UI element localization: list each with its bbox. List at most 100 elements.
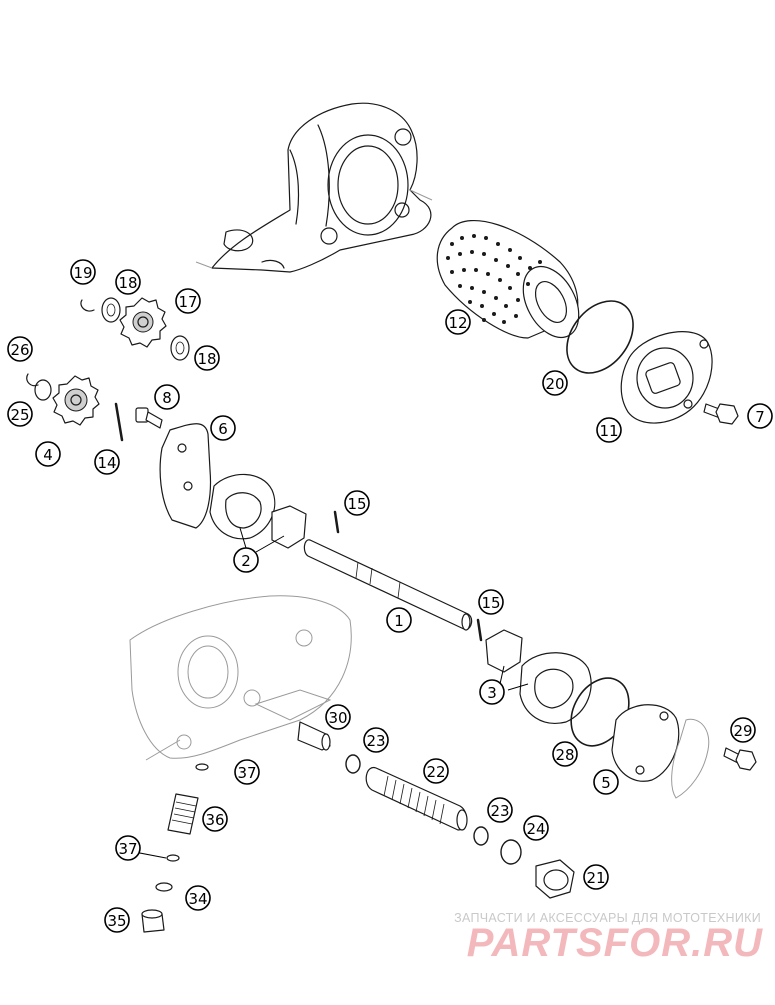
callout-6: 6 bbox=[210, 415, 236, 441]
svg-text:28: 28 bbox=[555, 746, 574, 764]
callout-36: 36 bbox=[202, 806, 228, 832]
pin-14 bbox=[114, 402, 124, 442]
callout-15-upper: 15 bbox=[344, 490, 370, 516]
o-ring-37-lower bbox=[166, 854, 180, 862]
svg-text:34: 34 bbox=[188, 890, 207, 908]
o-ring-23-b bbox=[473, 826, 489, 846]
valve-30 bbox=[297, 721, 331, 751]
svg-text:17: 17 bbox=[178, 293, 197, 311]
svg-text:15: 15 bbox=[347, 495, 366, 513]
washer-18-lower bbox=[170, 335, 190, 361]
svg-text:23: 23 bbox=[490, 802, 509, 820]
oil-filter-cover bbox=[620, 331, 713, 424]
pin-15-lower bbox=[476, 618, 483, 642]
callout-21: 21 bbox=[583, 864, 609, 890]
callout-19: 19 bbox=[70, 259, 96, 285]
svg-text:22: 22 bbox=[426, 763, 445, 781]
svg-text:2: 2 bbox=[241, 552, 251, 570]
callout-26: 26 bbox=[7, 336, 33, 362]
gear-4 bbox=[52, 375, 100, 426]
o-ring-37-upper bbox=[195, 763, 209, 771]
svg-text:25: 25 bbox=[10, 406, 29, 424]
callout-1: 1 bbox=[386, 607, 412, 633]
svg-text:23: 23 bbox=[366, 732, 385, 750]
watermark-logo: PARTSFOR.RU bbox=[466, 921, 763, 965]
pump-rotor-3 bbox=[485, 629, 592, 724]
screen-filter-22 bbox=[365, 766, 468, 831]
callout-30: 30 bbox=[325, 704, 351, 730]
svg-text:19: 19 bbox=[73, 264, 92, 282]
callout-25: 25 bbox=[7, 401, 33, 427]
svg-text:18: 18 bbox=[118, 274, 137, 292]
svg-text:26: 26 bbox=[10, 341, 29, 359]
callout-29: 29 bbox=[730, 717, 756, 743]
pin-15-upper bbox=[333, 510, 340, 534]
svg-text:37: 37 bbox=[118, 840, 137, 858]
callout-17: 17 bbox=[175, 288, 201, 314]
svg-text:30: 30 bbox=[328, 709, 347, 727]
callout-23-upper: 23 bbox=[363, 727, 389, 753]
svg-text:11: 11 bbox=[599, 422, 618, 440]
callout-8: 8 bbox=[154, 384, 180, 410]
callout-20: 20 bbox=[542, 370, 568, 396]
svg-text:4: 4 bbox=[43, 446, 53, 464]
callout-2: 2 bbox=[233, 547, 259, 573]
callout-28: 28 bbox=[552, 741, 578, 767]
callout-3: 3 bbox=[479, 679, 505, 705]
svg-text:35: 35 bbox=[107, 912, 126, 930]
oil-filter bbox=[436, 220, 580, 339]
svg-text:18: 18 bbox=[197, 350, 216, 368]
washer-18-upper bbox=[101, 297, 121, 323]
svg-text:8: 8 bbox=[162, 389, 172, 407]
pump-shaft-1 bbox=[303, 539, 473, 631]
gear-17 bbox=[119, 297, 167, 348]
callout-12: 12 bbox=[445, 309, 471, 335]
svg-text:6: 6 bbox=[218, 420, 228, 438]
callout-11: 11 bbox=[596, 417, 622, 443]
bolt-8 bbox=[135, 407, 163, 429]
callout-4: 4 bbox=[35, 441, 61, 467]
watermark-tagline: ЗАПЧАСТИ И АКСЕССУАРЫ ДЛЯ МОТОТЕХНИКИ bbox=[454, 911, 761, 925]
screen-36 bbox=[167, 793, 199, 835]
svg-text:20: 20 bbox=[545, 375, 564, 393]
svg-text:29: 29 bbox=[733, 722, 752, 740]
callout-5: 5 bbox=[593, 769, 619, 795]
svg-text:15: 15 bbox=[481, 594, 500, 612]
svg-text:5: 5 bbox=[601, 774, 611, 792]
callout-23-lower: 23 bbox=[487, 797, 513, 823]
gasket-6 bbox=[159, 423, 212, 529]
svg-text:36: 36 bbox=[205, 811, 224, 829]
callout-37-lower: 37 bbox=[115, 835, 141, 861]
callout-14: 14 bbox=[94, 449, 120, 475]
svg-text:21: 21 bbox=[586, 869, 605, 887]
svg-text:1: 1 bbox=[394, 612, 404, 630]
pump-cover-5 bbox=[611, 704, 680, 782]
pump-rotor-2 bbox=[209, 473, 307, 549]
svg-text:3: 3 bbox=[487, 684, 497, 702]
bolt-29 bbox=[723, 747, 757, 771]
callout-22: 22 bbox=[423, 758, 449, 784]
callout-15-lower: 15 bbox=[478, 589, 504, 615]
lower-crankcase bbox=[129, 595, 352, 761]
bolt-cover bbox=[703, 403, 739, 425]
callout-18-upper: 18 bbox=[115, 269, 141, 295]
svg-text:37: 37 bbox=[237, 764, 256, 782]
callout-37-upper: 37 bbox=[234, 759, 260, 785]
circlip-26 bbox=[26, 373, 39, 387]
svg-text:14: 14 bbox=[97, 454, 116, 472]
callout-34: 34 bbox=[185, 885, 211, 911]
callout-7: 7 bbox=[747, 403, 773, 429]
o-ring-filter-cover bbox=[566, 300, 634, 374]
plug-21 bbox=[535, 859, 575, 899]
washer-25 bbox=[34, 379, 52, 401]
svg-text:24: 24 bbox=[526, 820, 545, 838]
callout-18-lower: 18 bbox=[194, 345, 220, 371]
ghost-bracket bbox=[671, 718, 710, 799]
svg-text:12: 12 bbox=[448, 314, 467, 332]
circlip-19 bbox=[80, 299, 95, 312]
callout-24: 24 bbox=[523, 815, 549, 841]
o-ring-24 bbox=[500, 839, 522, 865]
o-ring-34 bbox=[155, 882, 173, 892]
crankcase-filter-housing bbox=[195, 102, 433, 273]
